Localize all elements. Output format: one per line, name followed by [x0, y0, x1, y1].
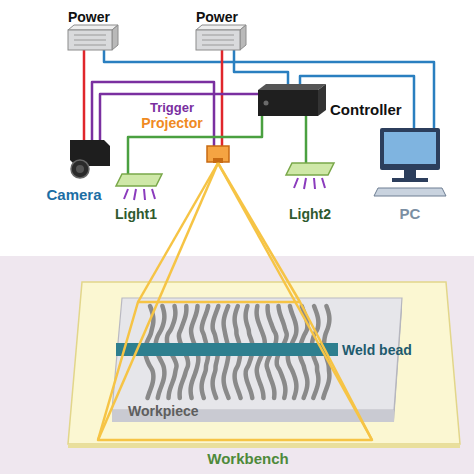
pyramid-edge — [138, 163, 218, 302]
part-name: Power — [68, 9, 110, 25]
light-rays — [294, 178, 325, 189]
part-name: Camera — [46, 186, 101, 203]
part-name: Controller — [330, 101, 402, 118]
projector-icon — [207, 146, 229, 163]
trigger-wire — [100, 94, 258, 140]
workpiece-side — [394, 298, 402, 422]
part-name: Light1 — [115, 206, 157, 222]
part-name: Projector — [141, 115, 202, 131]
label-holder: Controller — [330, 101, 402, 119]
pc-monitor — [380, 128, 440, 170]
text-holder: Workbench — [207, 450, 288, 468]
node-heading: Workbench — [207, 450, 288, 467]
label-holder: Projector — [141, 114, 202, 132]
floor-ground — [0, 256, 474, 474]
power-side — [240, 25, 246, 50]
power-vent — [74, 35, 106, 45]
controller-body — [258, 90, 318, 116]
label-holder: PC — [400, 205, 421, 223]
camera-lens — [71, 160, 89, 178]
projection-pyramid — [98, 163, 372, 440]
controller-icon — [258, 84, 326, 116]
label-holder: Light2 — [289, 205, 331, 223]
pc-screen — [384, 132, 436, 164]
label-holder: Camera — [46, 186, 101, 204]
plate-surface — [68, 282, 460, 444]
light-icon — [116, 174, 162, 200]
power-vent — [202, 35, 234, 45]
projector-body — [207, 146, 229, 162]
camera-lens-glass — [76, 165, 84, 173]
light-rays — [124, 189, 155, 200]
power-supply — [196, 25, 246, 50]
pyramid-base — [98, 302, 372, 440]
light-icon — [286, 163, 334, 189]
weld-bead-band — [116, 343, 338, 356]
power-body — [196, 30, 240, 50]
label-holder: Light1 — [115, 205, 157, 223]
pc-keyboard — [374, 188, 446, 196]
red-wire — [83, 50, 86, 140]
controller-side — [318, 84, 326, 116]
label-holder: Power — [196, 8, 238, 26]
label-holder: Trigger — [150, 98, 194, 116]
signal-name: Trigger — [150, 100, 194, 115]
pc-stand — [404, 170, 416, 178]
text-holder: Workpiece — [128, 402, 199, 420]
part-name: Weld bead — [342, 342, 412, 358]
green-wire — [128, 116, 262, 174]
pc-icon — [374, 128, 446, 196]
controller-knob — [264, 101, 269, 106]
power-supply — [68, 25, 118, 50]
power-top — [196, 25, 246, 30]
light-bar — [286, 163, 334, 175]
light-bar — [116, 174, 162, 186]
blue-wire — [234, 50, 288, 86]
red-wire — [221, 50, 224, 146]
projector-lens — [213, 158, 223, 163]
part-name: Power — [196, 9, 238, 25]
part-name: PC — [400, 205, 421, 222]
green-wire — [305, 116, 308, 163]
camera-icon — [70, 140, 110, 178]
plate-edge — [68, 444, 460, 448]
node-label: Workpiece — [128, 403, 199, 419]
power-side — [112, 25, 118, 50]
label-holder: Weld bead — [342, 341, 412, 359]
power-top — [68, 25, 118, 30]
part-name: Light2 — [289, 206, 331, 222]
controller-top — [258, 84, 326, 90]
power-body — [68, 30, 112, 50]
label-holder: Power — [68, 8, 110, 26]
pc-base — [392, 178, 428, 182]
